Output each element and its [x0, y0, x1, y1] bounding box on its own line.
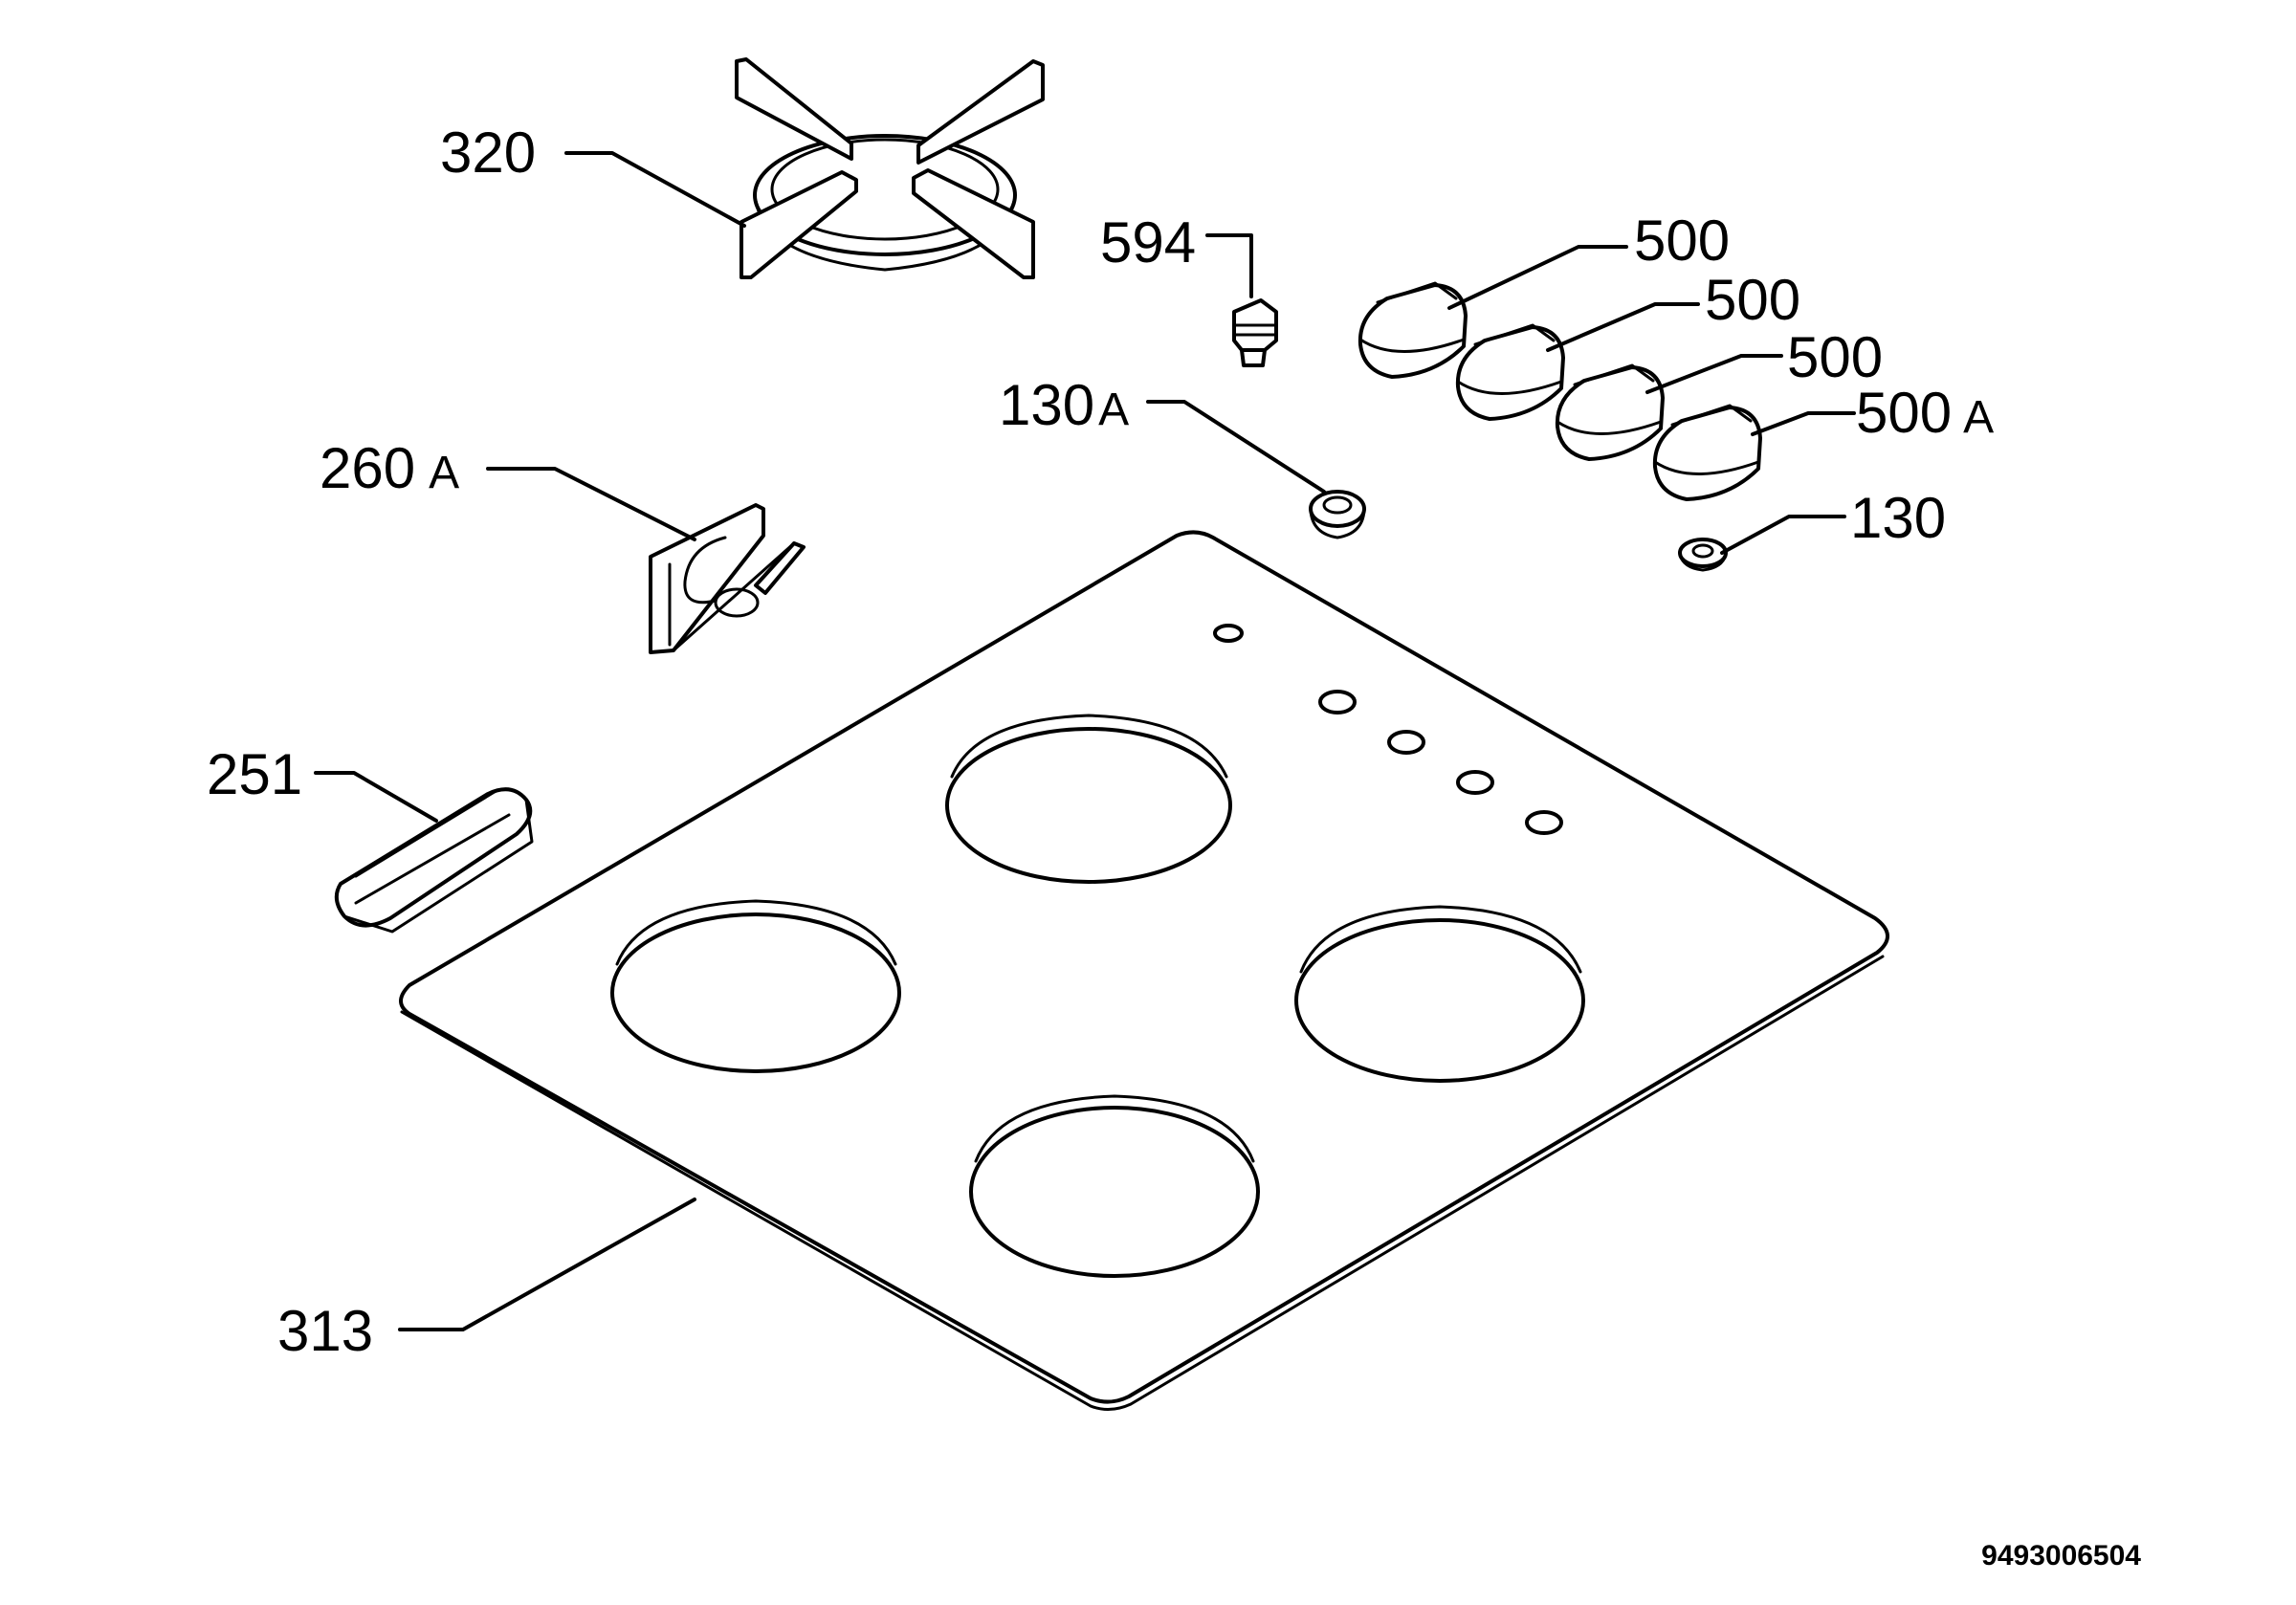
callout-bracket-suffix: A: [429, 448, 459, 498]
drawing-code: 9493006504: [1981, 1540, 2141, 1572]
leader-clip: [314, 771, 438, 823]
svg-text:500: 500: [1787, 325, 1883, 389]
leader-grommet: [1720, 515, 1846, 555]
callout-knob-2-number: 500: [1705, 268, 1800, 332]
callout-hob-top-number: 313: [277, 1299, 373, 1363]
knob-holes: [1318, 690, 1563, 835]
callout-knob-4-suffix: A: [1963, 392, 1994, 443]
gas-injector: [1232, 298, 1278, 367]
callout-bracket-number: 260: [320, 436, 415, 500]
leader-injector: [1205, 233, 1253, 298]
control-knob-3: [1555, 363, 1665, 461]
mounting-bracket: [649, 503, 806, 654]
control-knob-2: [1455, 323, 1565, 421]
svg-text:313: 313: [277, 1299, 373, 1363]
svg-text:130A: 130A: [999, 373, 1129, 437]
svg-text:251: 251: [207, 742, 302, 806]
burner-hole-right: [1294, 905, 1585, 1083]
control-knob-4: [1652, 404, 1762, 501]
burner-hole-back: [945, 714, 1232, 884]
small-hole: [1213, 624, 1244, 643]
callout-knob-4-number: 500: [1856, 381, 1952, 445]
callout-knob-3-number: 500: [1787, 325, 1883, 389]
hob-top-panel: [399, 530, 1889, 1411]
svg-text:130: 130: [1850, 486, 1946, 550]
callout-injector-number: 594: [1100, 210, 1196, 275]
callout-grommet-a-suffix: A: [1098, 385, 1129, 435]
callout-knob-1-number: 500: [1634, 209, 1730, 273]
leader-grommet-a: [1146, 400, 1326, 494]
burner-hole-left: [610, 899, 901, 1073]
leader-hob-top: [398, 1198, 696, 1331]
control-knob-1: [1358, 281, 1468, 379]
pan-support-grate: [735, 57, 1045, 279]
grommet: [1678, 538, 1728, 572]
svg-text:320: 320: [440, 121, 536, 185]
svg-text:500: 500: [1705, 268, 1800, 332]
leader-knob-4: [1751, 411, 1856, 436]
burner-hole-front: [969, 1094, 1260, 1278]
retaining-clip: [334, 787, 534, 934]
svg-text:594: 594: [1100, 210, 1196, 275]
grommet-a: [1309, 490, 1366, 539]
svg-text:500: 500: [1634, 209, 1730, 273]
callout-clip-number: 251: [207, 742, 302, 806]
leader-knob-3: [1645, 354, 1783, 394]
callout-grommet-number: 130: [1850, 486, 1946, 550]
leader-knob-1: [1447, 245, 1628, 310]
leader-knob-2: [1546, 302, 1700, 352]
callout-grate-number: 320: [440, 121, 536, 185]
callout-grommet-a-number: 130: [999, 373, 1094, 437]
leader-bracket: [486, 467, 696, 541]
leader-grate: [564, 151, 746, 228]
